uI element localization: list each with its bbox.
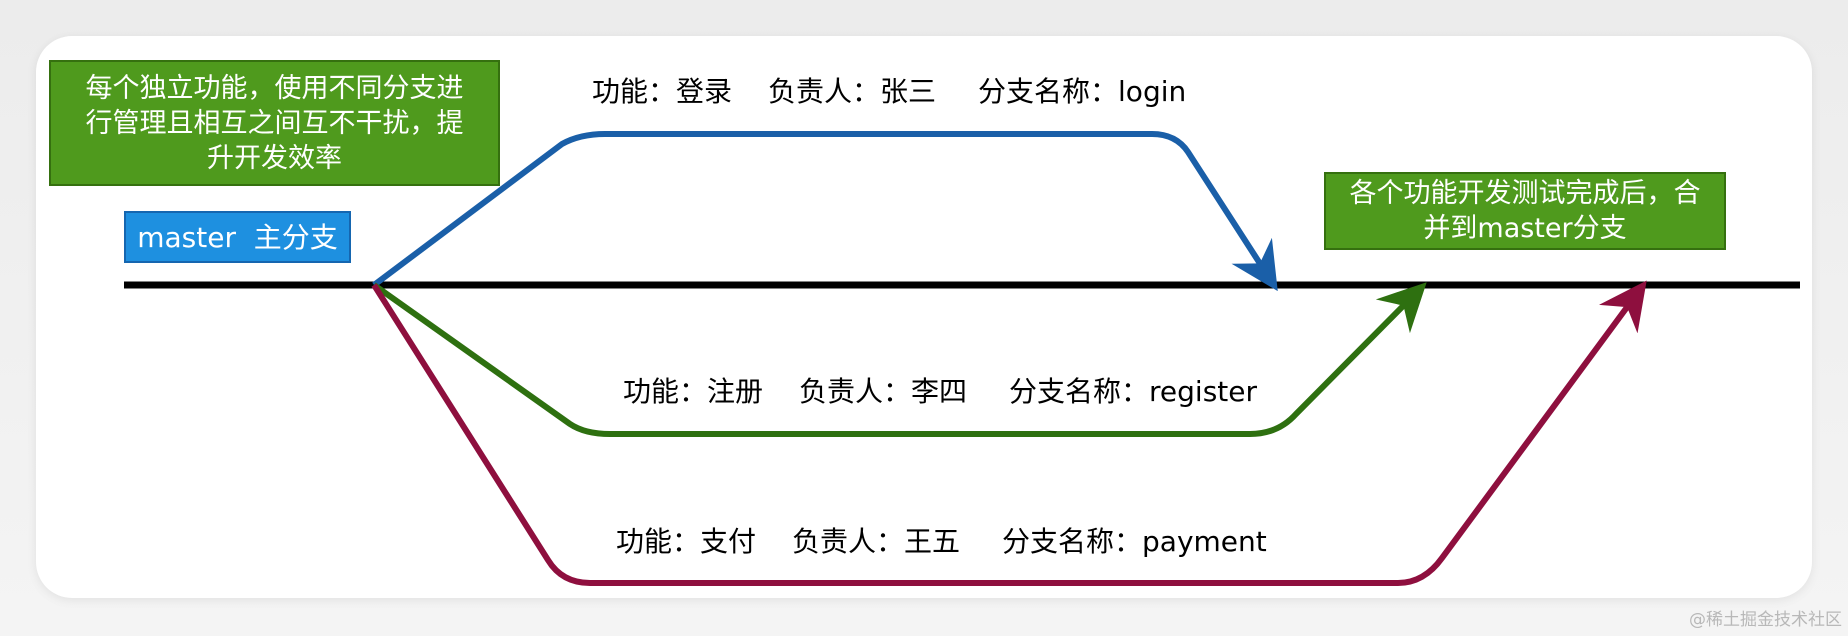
register-branch-name-text: 分支名称：register (1009, 375, 1258, 408)
login-feature-text: 功能：登录 (592, 75, 733, 108)
register-feature-text: 功能：注册 (623, 375, 764, 408)
master-branch-label-text: master 主分支 (137, 220, 338, 254)
watermark: @稀土掘金技术社区 (1689, 610, 1842, 630)
payment-feature-text: 功能：支付 (616, 525, 757, 558)
independent-branches-note-text: 每个独立功能，使用不同分支进行管理且相互之间互不干扰，提升开发效率 (85, 72, 464, 174)
payment-branch-path (371, 280, 1647, 586)
login-branch-path (372, 131, 1278, 292)
register-branch-label: 功能：注册 负责人：李四 分支名称：register (623, 370, 1257, 410)
master-branch-label: master 主分支 (124, 211, 351, 263)
register-branch-path (372, 282, 1427, 437)
login-branch-label: 功能：登录 负责人：张三 分支名称：login (592, 70, 1186, 110)
register-owner-text: 负责人：李四 (799, 375, 968, 408)
payment-branch-name-text: 分支名称：payment (1002, 525, 1267, 558)
payment-branch-label: 功能：支付 负责人：王五 分支名称：payment (616, 520, 1267, 560)
payment-owner-text: 负责人：王五 (792, 525, 961, 558)
login-owner-text: 负责人：张三 (768, 75, 937, 108)
login-branch-name-text: 分支名称：login (978, 75, 1187, 108)
independent-branches-note: 每个独立功能，使用不同分支进行管理且相互之间互不干扰，提升开发效率 (49, 60, 500, 186)
merge-note: 各个功能开发测试完成后，合并到master分支 (1324, 172, 1726, 250)
merge-note-text: 各个功能开发测试完成后，合并到master分支 (1349, 178, 1701, 244)
